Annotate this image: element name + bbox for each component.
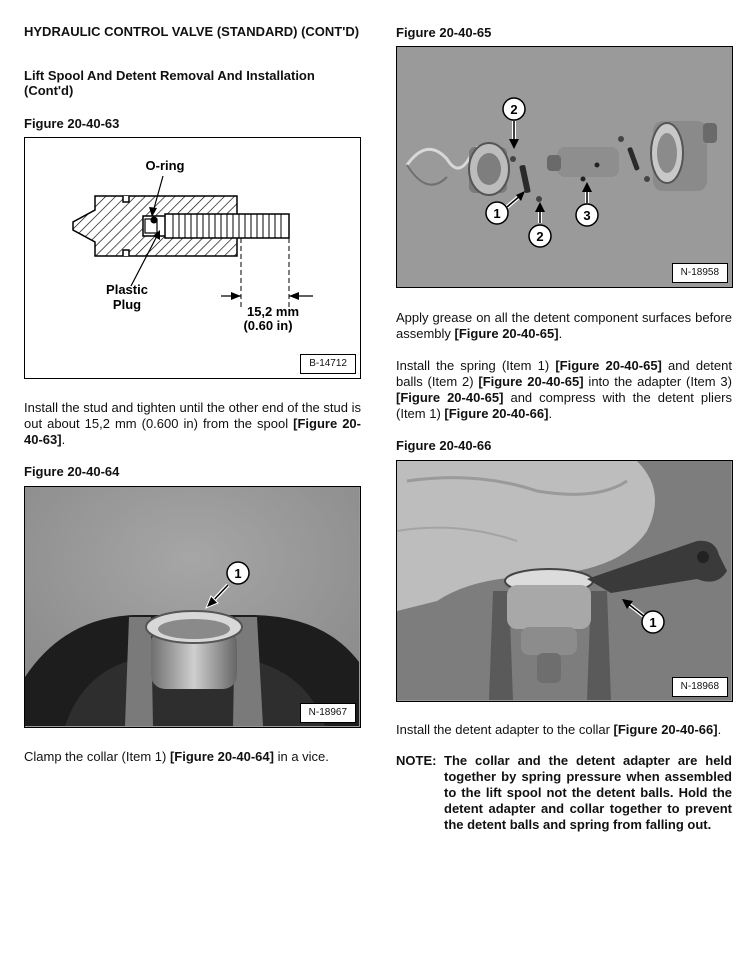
callout-1-fig66: 1 [649,615,656,630]
callout-2-bottom-fig65: 2 [536,229,543,244]
paragraph-stud: Install the stud and tighten until the o… [24,400,361,447]
figure-label-65: Figure 20-40-65 [396,25,492,40]
callout-plug: Plug [113,297,141,312]
note-label: NOTE: [396,753,437,768]
spool-cross-section: O-ring Plastic Plug 15,2 mm (0.60 in) [72,158,313,333]
callout-1-fig64: 1 [234,566,241,581]
figure-63-diagram: O-ring Plastic Plug 15,2 mm (0.60 in) B-… [24,137,361,379]
detent-components-photo: 2 1 2 3 [397,47,731,286]
collar-in-vice-photo: 1 [25,487,359,726]
callout-plastic: Plastic [106,282,148,297]
callout-3-fig65: 3 [583,208,590,223]
callout-1-fig65: 1 [493,206,500,221]
figure-label-64: Figure 20-40-64 [24,464,120,479]
callout-oring: O-ring [146,158,185,173]
figure-label-63: Figure 20-40-63 [24,116,120,131]
detent-pliers-photo: 1 [397,461,731,700]
figure-tag-64: N-18967 [299,703,356,723]
figure-tag-66: N-18968 [671,677,728,697]
note-text: The collar and the detent adapter are he… [444,753,732,832]
figure-tag-65: N-18958 [671,263,728,283]
figure-64-photo: 1 N-18967 [24,486,361,728]
figure-label-66: Figure 20-40-66 [396,438,492,453]
dimension-in: (0.60 in) [243,318,292,333]
dimension-mm: 15,2 mm [247,304,299,319]
page-title: HYDRAULIC CONTROL VALVE (STANDARD) (CONT… [24,24,360,39]
paragraph-clamp: Clamp the collar (Item 1) [Figure 20-40-… [24,749,329,764]
section-subtitle: Lift Spool And Detent Removal And Instal… [24,68,315,98]
figure-65-photo: 2 1 2 3 N-18958 [396,46,733,288]
figure-tag-63: B-14712 [300,354,356,374]
paragraph-spring: Install the spring (Item 1) [Figure 20-4… [396,358,732,421]
paragraph-adapter: Install the detent adapter to the collar… [396,722,722,737]
figure-66-photo: 1 N-18968 [396,460,733,702]
paragraph-grease: Apply grease on all the detent component… [396,310,732,341]
callout-2-top-fig65: 2 [510,102,517,117]
